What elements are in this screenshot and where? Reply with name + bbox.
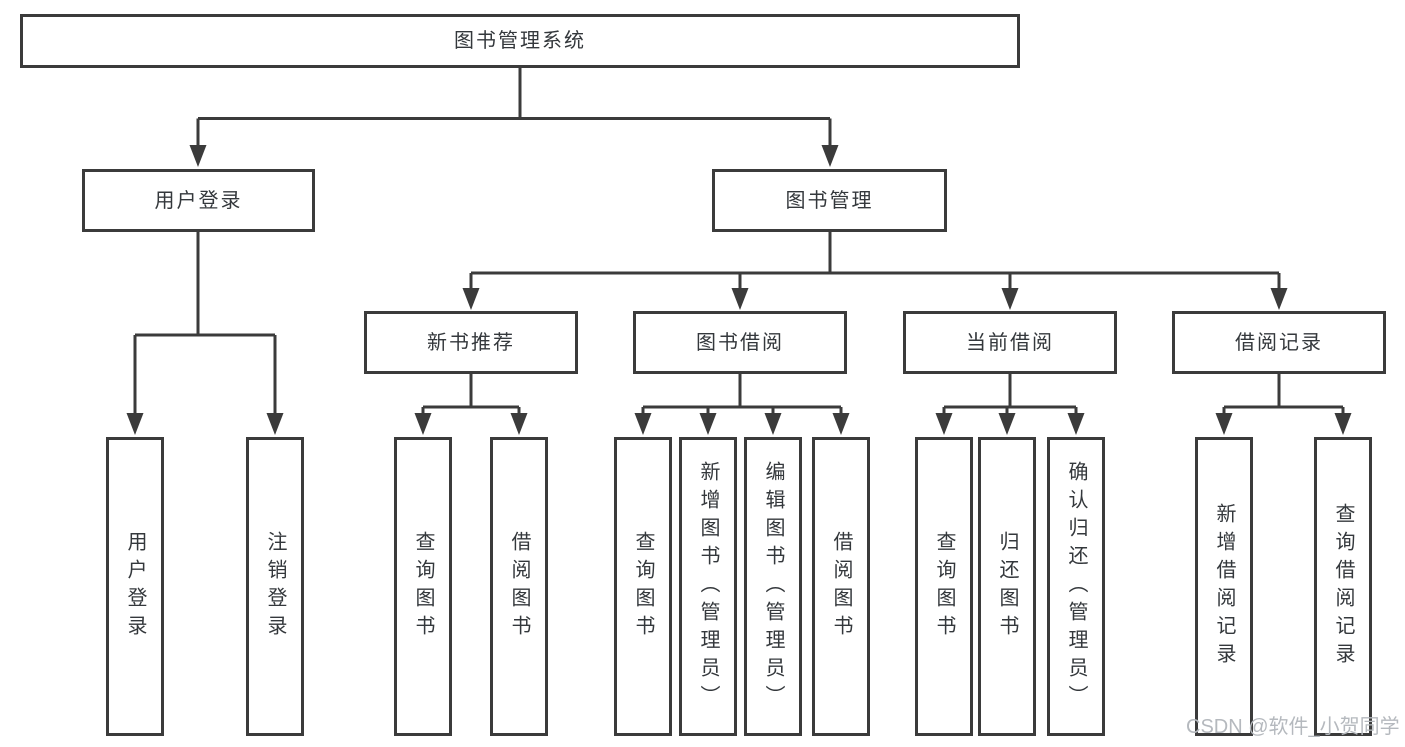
arrowhead-icon [821,145,839,167]
connector-book-borrow-subtree [641,374,843,415]
connector-current-borrow-subtree [942,374,1078,415]
leaf-edit-book-admin: 编辑图书（管理员） [744,437,802,736]
node-label: 借阅图书 [508,530,530,643]
leaf-return-book: 归还图书 [978,437,1036,736]
node-new-book-recommend: 新书推荐 [364,311,578,374]
arrowhead-icon [634,413,652,435]
arrowhead-icon [1334,413,1352,435]
arrowhead-icon [266,413,284,435]
leaf-add-book-admin: 新增图书（管理员） [679,437,737,736]
connector-user-login-subtree [133,232,277,414]
csdn-watermark: CSDN @软件_小贺同学 [1186,716,1400,738]
leaf-user-login: 用户登录 [106,437,164,736]
leaf-confirm-return-admin: 确认归还（管理员） [1047,437,1105,736]
node-label: 借阅记录 [1235,331,1323,354]
connector-borrow-records-subtree [1222,374,1345,415]
node-label: 注销登录 [264,530,286,643]
arrowhead-icon [462,288,480,310]
arrowhead-icon [1215,413,1233,435]
node-label: 图书管理系统 [454,30,586,52]
node-label: 新增图书（管理员） [697,460,719,713]
leaf-borrow-books-borrow: 借阅图书 [812,437,870,736]
arrowhead-icon [935,413,953,435]
arrowhead-icon [510,413,528,435]
node-root: 图书管理系统 [20,14,1020,68]
arrowhead-icon [1001,288,1019,310]
arrowhead-icon [731,288,749,310]
node-label: 新书推荐 [427,331,515,354]
leaf-query-books-recommend: 查询图书 [394,437,452,736]
node-label: 编辑图书（管理员） [762,460,784,713]
arrowhead-icon [126,413,144,435]
connector-root-to-level1 [196,68,832,148]
node-label: 确认归还（管理员） [1065,460,1087,713]
arrowhead-icon [1067,413,1085,435]
leaf-query-borrow-record: 查询借阅记录 [1314,437,1372,736]
connector-book-management-to-level2 [469,232,1281,290]
leaf-query-books-borrow: 查询图书 [614,437,672,736]
node-label: 查询图书 [412,530,434,643]
arrowhead-icon [832,413,850,435]
node-label: 查询图书 [632,530,654,643]
node-label: 当前借阅 [966,331,1054,354]
arrowhead-icon [189,145,207,167]
node-current-borrow: 当前借阅 [903,311,1117,374]
node-label: 图书管理 [785,189,874,212]
arrowhead-icon [414,413,432,435]
node-label: 归还图书 [996,530,1018,643]
node-label: 用户登录 [154,189,243,212]
arrowhead-icon [998,413,1016,435]
node-label: 借阅图书 [830,530,852,643]
node-borrow-records: 借阅记录 [1172,311,1386,374]
node-label: 用户登录 [124,530,146,643]
leaf-logout: 注销登录 [246,437,304,736]
arrowhead-icon [764,413,782,435]
arrowheads [126,145,1352,435]
node-book-borrow: 图书借阅 [633,311,847,374]
node-label: 新增借阅记录 [1213,502,1235,671]
leaf-add-borrow-record: 新增借阅记录 [1195,437,1253,736]
arrowhead-icon [1270,288,1288,310]
node-book-management: 图书管理 [712,169,947,232]
node-label: 查询图书 [933,530,955,643]
leaf-query-books-current: 查询图书 [915,437,973,736]
connector-new-book-recommend-subtree [421,374,521,415]
node-label: 图书借阅 [696,331,784,354]
node-label: 查询借阅记录 [1332,502,1354,671]
node-user-login: 用户登录 [82,169,315,232]
leaf-borrow-books-recommend: 借阅图书 [490,437,548,736]
arrowhead-icon [699,413,717,435]
